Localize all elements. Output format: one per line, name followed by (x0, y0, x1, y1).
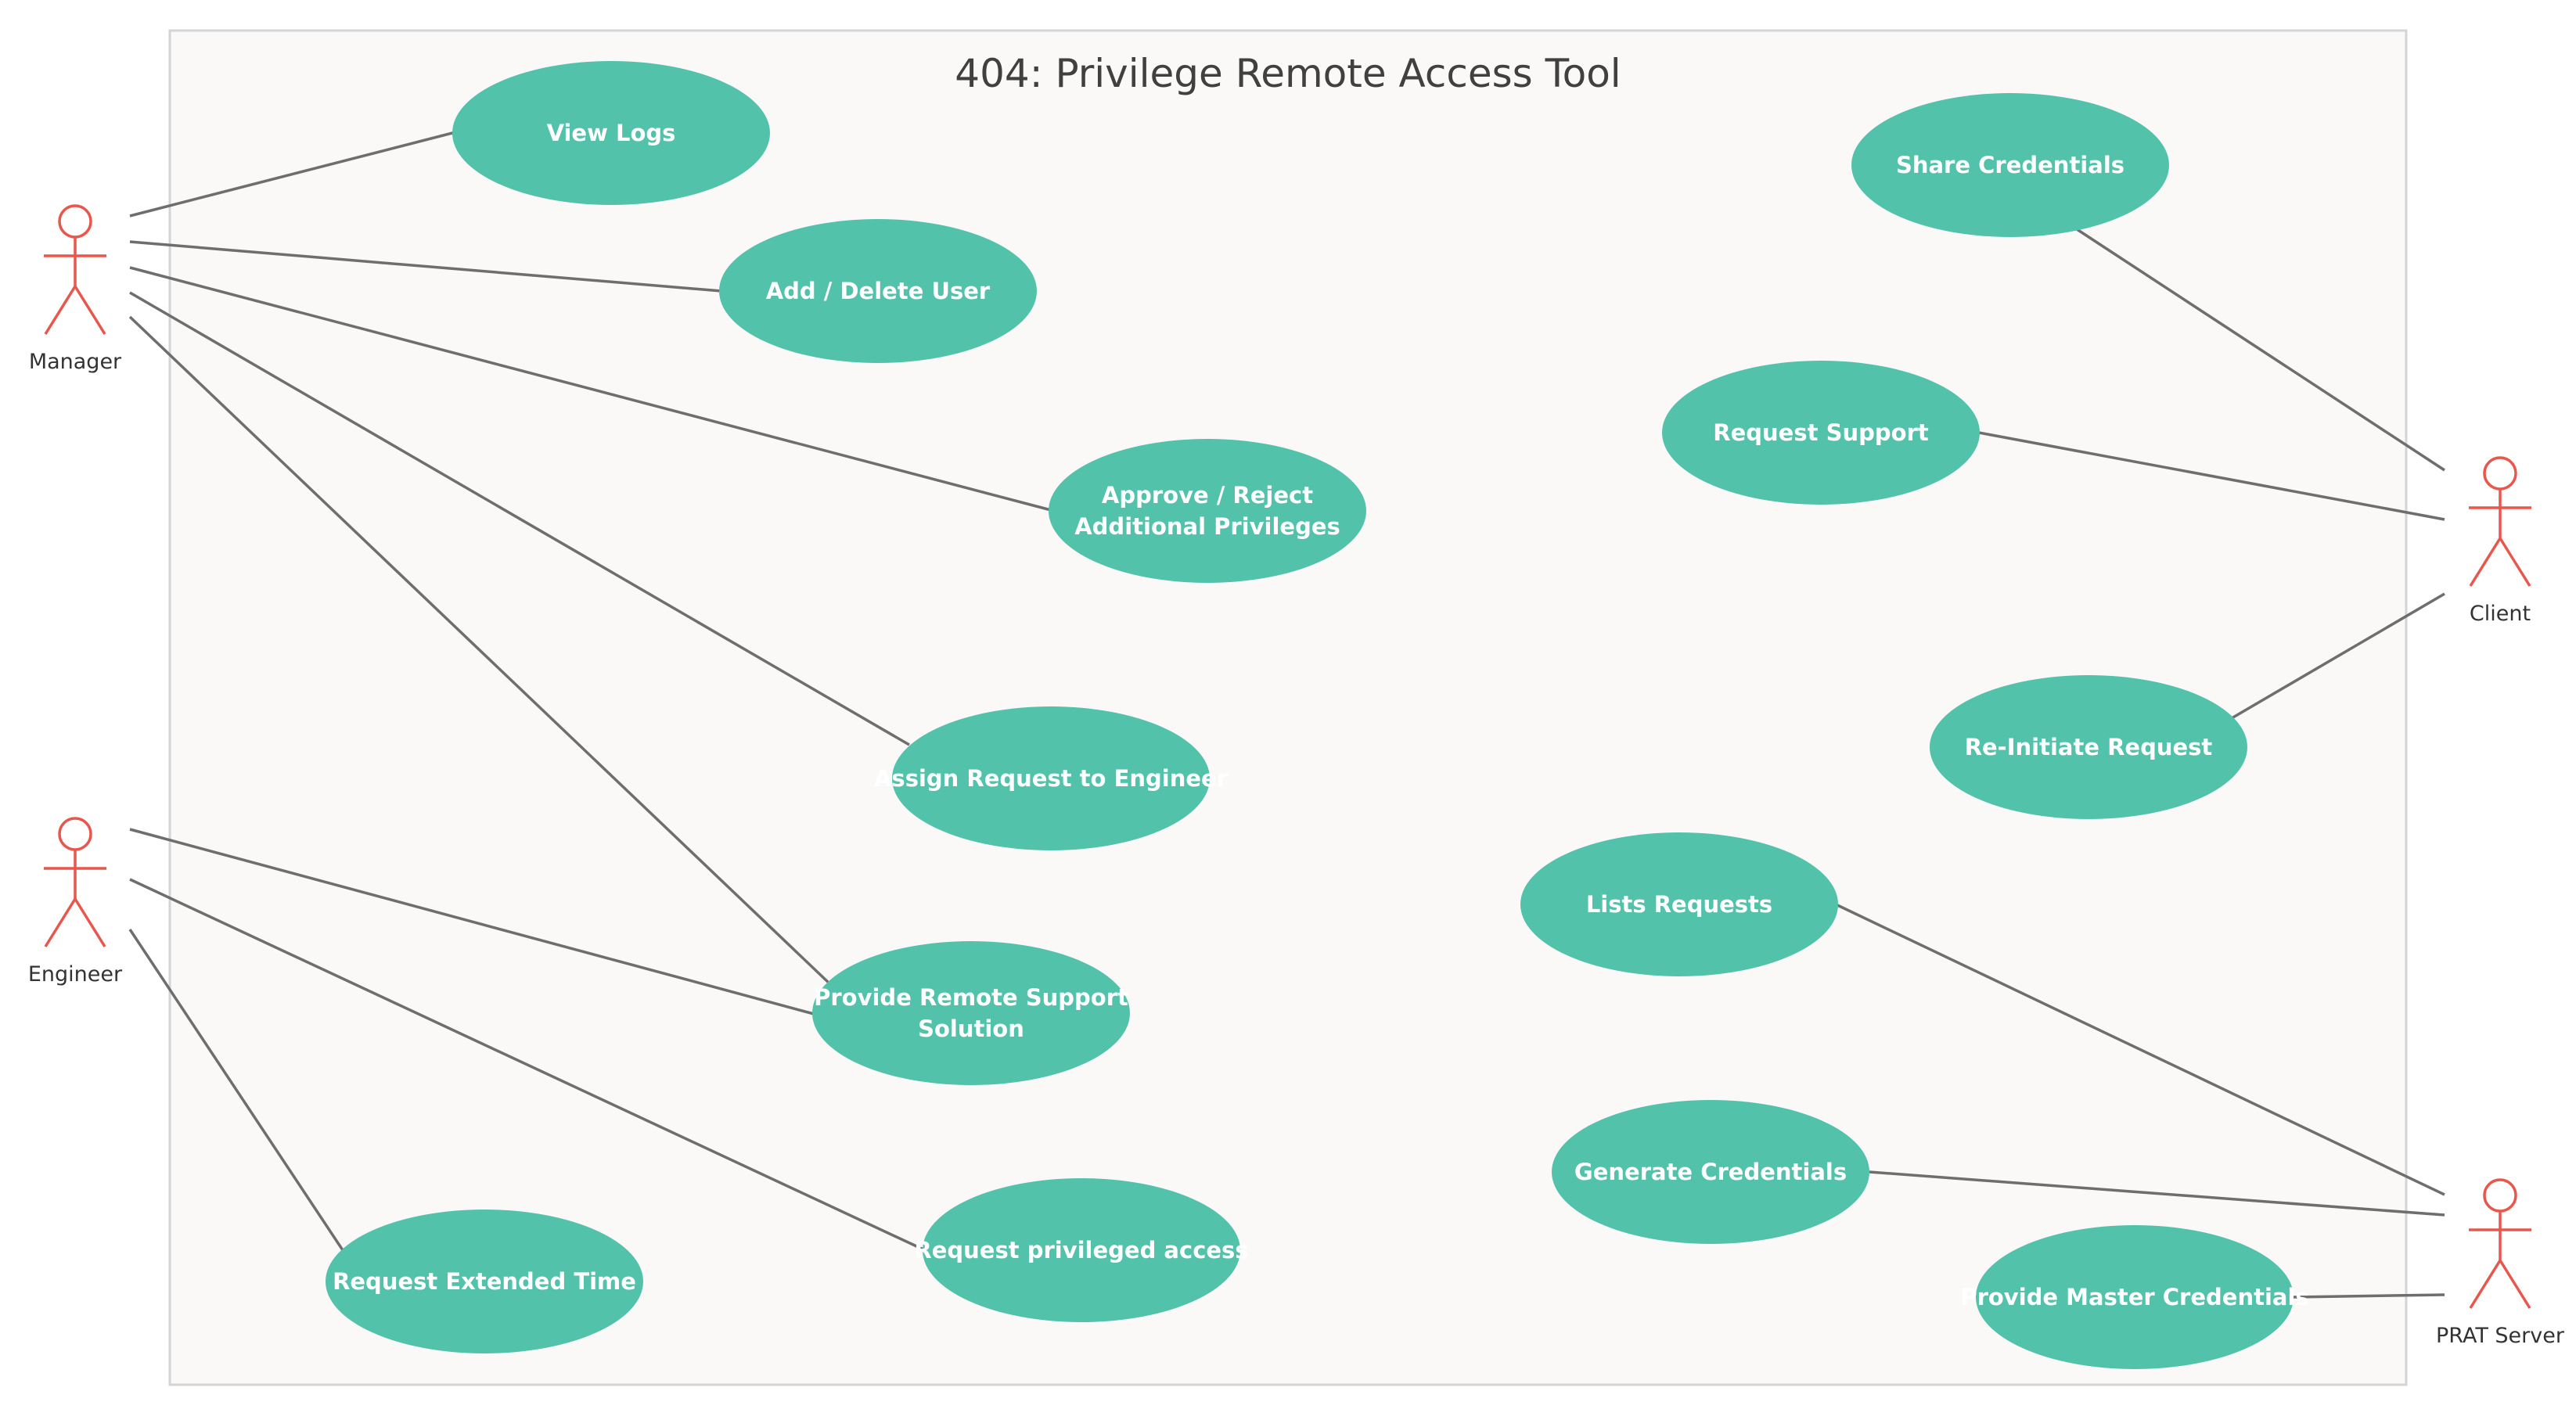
use-case-request-privileged-access[interactable]: Request privileged access (914, 1178, 1249, 1322)
use-case-ellipse[interactable] (1552, 1100, 1869, 1244)
use-case-ellipse[interactable] (1049, 439, 1366, 583)
use-case-ellipse[interactable] (892, 706, 1210, 850)
association-engineer-provide-remote-support (129, 828, 815, 1015)
association-client-request-support (1978, 431, 2445, 521)
association-manager-add-delete-user (129, 240, 722, 293)
use-case-ellipse[interactable] (719, 219, 1037, 363)
association-manager-provide-remote-support (128, 315, 832, 986)
use-case-view-logs[interactable]: View Logs (452, 61, 770, 205)
use-case-label: Approve / Reject (1102, 482, 1313, 509)
association-prat-server-provide-master-credentials (2293, 1293, 2445, 1299)
association-prat-server-generate-credentials (1869, 1170, 2445, 1217)
association-lines (128, 131, 2445, 1299)
use-case-request-support[interactable]: Request Support (1662, 361, 1980, 505)
use-case-assign-request[interactable]: Assign Request to Engineer (874, 706, 1229, 850)
use-case-label: Solution (918, 1015, 1024, 1042)
use-case-label: Add / Delete User (766, 278, 991, 304)
association-manager-assign-request (129, 291, 910, 746)
use-case-label: Assign Request to Engineer (874, 765, 1229, 792)
actor-label: Engineer (28, 962, 123, 987)
use-case-label: Additional Privileges (1074, 513, 1340, 540)
actor-label: Client (2470, 602, 2531, 626)
use-case-ellipse[interactable] (326, 1210, 643, 1353)
use-case-lists-requests[interactable]: Lists Requests (1520, 832, 1838, 976)
system-title: 404: Privilege Remote Access Tool (955, 51, 1621, 96)
actor-prat-server[interactable]: PRAT Server (2436, 1178, 2565, 1348)
use-case-generate-credentials[interactable]: Generate Credentials (1552, 1100, 1869, 1244)
use-case-provide-master-credentials[interactable]: Provide Master Credentials (1960, 1225, 2309, 1369)
association-engineer-request-privileged-access (129, 878, 926, 1252)
actor-manager[interactable]: Manager (29, 204, 122, 374)
actor-stick-figure-icon (2469, 1178, 2531, 1309)
use-case-label: Request Extended Time (333, 1268, 636, 1295)
use-case-label: Share Credentials (1896, 152, 2124, 178)
use-case-ellipse[interactable] (452, 61, 770, 205)
actor-client[interactable]: Client (2469, 456, 2531, 626)
use-case-label: Generate Credentials (1574, 1159, 1847, 1185)
use-case-ellipse[interactable] (1976, 1225, 2294, 1369)
use-case-ellipse[interactable] (923, 1178, 1240, 1322)
association-manager-view-logs (129, 131, 456, 217)
association-client-share-credentials (2074, 226, 2445, 472)
actor-engineer[interactable]: Engineer (28, 817, 123, 987)
use-case-request-extended-time[interactable]: Request Extended Time (326, 1210, 643, 1353)
association-client-re-initiate-request (2231, 592, 2445, 720)
use-case-label: Provide Remote Support (814, 984, 1128, 1011)
use-case-ellipse[interactable] (1662, 361, 1980, 505)
use-case-label: View Logs (547, 120, 676, 146)
actor-stick-figure-icon (2469, 456, 2531, 587)
use-case-ellipse[interactable] (1851, 93, 2169, 237)
actor-stick-figure-icon (44, 204, 106, 335)
association-prat-server-lists-requests (1833, 902, 2445, 1196)
use-case-label: Lists Requests (1586, 891, 1772, 918)
association-manager-approve-reject (129, 266, 1052, 512)
use-case-ellipse[interactable] (812, 941, 1130, 1085)
use-case-add-delete-user[interactable]: Add / Delete User (719, 219, 1037, 363)
association-engineer-request-extended-time (128, 929, 344, 1251)
actor-stick-figure-icon (44, 817, 106, 947)
use-case-label: Request privileged access (914, 1237, 1248, 1263)
use-case-label: Provide Master Credentials (1960, 1284, 2308, 1310)
use-case-ellipse[interactable] (1930, 675, 2247, 819)
use-case-label: Request Support (1713, 419, 1929, 446)
actor-label: Manager (29, 350, 122, 374)
use-case-re-initiate-request[interactable]: Re-Initiate Request (1930, 675, 2247, 819)
actor-label: PRAT Server (2436, 1324, 2565, 1348)
use-case-share-credentials[interactable]: Share Credentials (1851, 93, 2169, 237)
use-case-label: Re-Initiate Request (1965, 734, 2213, 760)
use-case-ellipse[interactable] (1520, 832, 1838, 976)
